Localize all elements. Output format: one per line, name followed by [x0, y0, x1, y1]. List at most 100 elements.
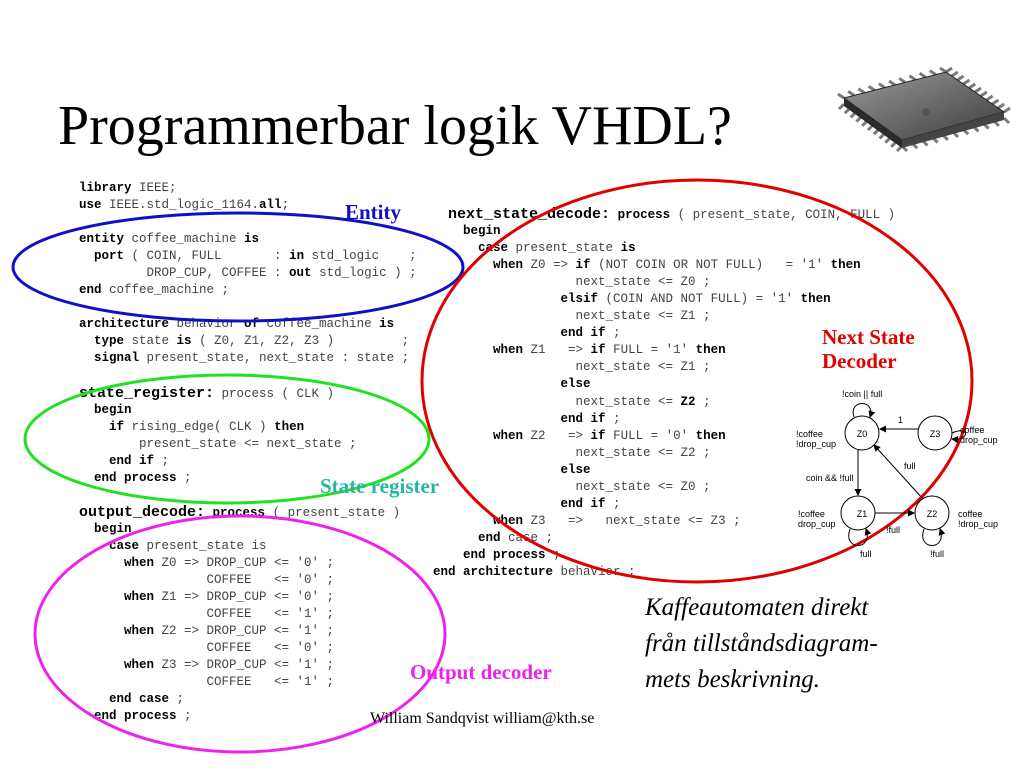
code-keyword: when — [124, 556, 155, 571]
code-keyword: end if — [560, 326, 606, 341]
transition-label: full — [904, 461, 916, 471]
code-line: case present_state is — [79, 538, 417, 555]
code-line: architecture behavior of coffee_machine … — [79, 316, 417, 333]
code-line: entity coffee_machine is — [79, 231, 417, 248]
code-text: COFFEE <= '0' ; — [79, 641, 335, 656]
code-text — [433, 343, 493, 357]
code-text: behavior ; — [553, 564, 636, 579]
code-text: Z3 => next_state <= Z3 ; — [523, 513, 741, 528]
code-text — [79, 590, 124, 604]
microchip-icon — [837, 66, 1011, 153]
code-keyword: is — [244, 232, 260, 247]
code-text: process ( CLK ) — [214, 386, 335, 401]
code-line: next_state <= Z0 ; — [433, 274, 895, 291]
code-text — [433, 326, 561, 340]
code-keyword: end — [79, 283, 102, 298]
state-output: !drop_cup — [958, 519, 998, 529]
code-text: IEEE; — [131, 181, 177, 195]
code-keyword: Z2 — [680, 394, 696, 409]
state-diagram: Z0 Z1 Z2 Z3 !coin || full 1 full coin &&… — [796, 389, 998, 559]
code-line: COFFEE <= '1' ; — [79, 674, 417, 691]
code-text: ( present_state, COIN, FULL ) — [670, 208, 896, 222]
transition-arrow — [873, 444, 924, 500]
code-line: when Z0 => if (NOT COIN OR NOT FULL) = '… — [433, 257, 895, 274]
code-text — [79, 420, 109, 434]
caption-line: från tillståndsdiagram- — [645, 630, 878, 657]
transition-arrow — [922, 528, 946, 546]
code-line — [79, 368, 417, 385]
next-state-decoder-label-line: Next State — [822, 325, 915, 349]
code-keyword: end — [463, 547, 486, 562]
code-keyword: end process — [94, 709, 177, 724]
vhdl-code-left: library IEEE;use IEEE.std_logic_1164.all… — [79, 180, 417, 726]
code-keyword: then — [800, 292, 831, 307]
state-name: Z0 — [857, 429, 868, 439]
code-keyword: begin — [94, 521, 132, 536]
footer-author: William Sandqvist william@kth.se — [370, 710, 595, 727]
code-keyword: end process — [94, 470, 177, 485]
transition-label: coin && !full — [806, 473, 854, 483]
state-name: Z1 — [857, 509, 868, 519]
output-decoder-label: Output decoder — [410, 660, 552, 684]
code-text: behavior — [169, 317, 245, 332]
code-line: COFFEE <= '0' ; — [79, 640, 417, 657]
code-keyword: port — [94, 249, 125, 264]
code-text: next_state <= — [433, 394, 681, 409]
code-keyword: when — [493, 343, 524, 358]
code-line: end process ; — [79, 708, 417, 725]
code-text — [433, 292, 561, 306]
code-keyword: in — [289, 249, 305, 264]
code-line: state_register: process ( CLK ) — [79, 385, 417, 402]
code-text — [433, 429, 493, 443]
caption-line: mets beskrivning. — [645, 666, 820, 693]
code-text: DROP_CUP, COFFEE : — [79, 266, 290, 281]
code-text: next_state <= Z0 ; — [433, 479, 711, 494]
code-text — [79, 539, 109, 553]
code-text — [433, 258, 493, 272]
code-text — [79, 471, 94, 485]
code-text — [79, 658, 124, 672]
next-state-decoder-label: Next State Decoder — [822, 325, 915, 373]
code-text: Z0 => — [523, 258, 576, 273]
code-line: output_decode: process ( present_state ) — [79, 504, 417, 521]
state-output: coffee — [958, 509, 982, 519]
code-keyword: end architecture — [433, 564, 554, 579]
code-text: ; — [169, 692, 185, 707]
code-line: use IEEE.std_logic_1164.all; — [79, 197, 417, 214]
code-keyword: end if — [109, 453, 155, 468]
code-text: ; — [605, 411, 621, 426]
state-name: Z2 — [927, 509, 938, 519]
code-line: library IEEE; — [79, 180, 417, 197]
caption-line: Kaffeautomaten direkt — [645, 594, 869, 621]
code-keyword: when — [493, 258, 524, 273]
code-text: std_logic ; — [304, 249, 417, 264]
code-line: when Z3 => DROP_CUP <= '1' ; — [79, 657, 417, 674]
code-keyword: if — [575, 258, 591, 273]
state-output: coffee — [960, 425, 984, 435]
code-text: coffee_machine ; — [101, 283, 230, 298]
slide-title: Programmerbar logik VHDL? — [58, 95, 732, 157]
code-keyword: entity — [79, 232, 125, 247]
code-text — [433, 224, 463, 238]
code-keyword: next_state_decode: — [448, 206, 611, 223]
code-text: ; — [176, 470, 192, 485]
code-text — [433, 463, 561, 477]
code-line: elsif (COIN AND NOT FULL) = '1' then — [433, 291, 895, 308]
code-keyword: else — [560, 377, 591, 392]
code-text: state — [124, 334, 177, 349]
code-line: begin — [79, 402, 417, 419]
code-text: ; — [605, 496, 621, 511]
code-keyword: out — [289, 266, 312, 281]
code-text: Z2 => — [523, 428, 591, 443]
code-line: DROP_CUP, COFFEE : out std_logic ) ; — [79, 265, 417, 282]
code-line: present_state <= next_state ; — [79, 436, 417, 453]
code-text: Z1 => DROP_CUP <= '0' ; — [154, 590, 335, 605]
code-keyword: state_register: — [79, 384, 215, 402]
transition-label: !full — [886, 525, 900, 535]
code-text: coffee_machine — [259, 317, 380, 332]
code-text — [610, 208, 618, 222]
code-text: COFFEE <= '1' ; — [79, 675, 335, 690]
state-register-label: State register — [320, 474, 440, 498]
code-line: next_state <= Z1 ; — [433, 308, 895, 325]
code-keyword: begin — [463, 224, 501, 239]
